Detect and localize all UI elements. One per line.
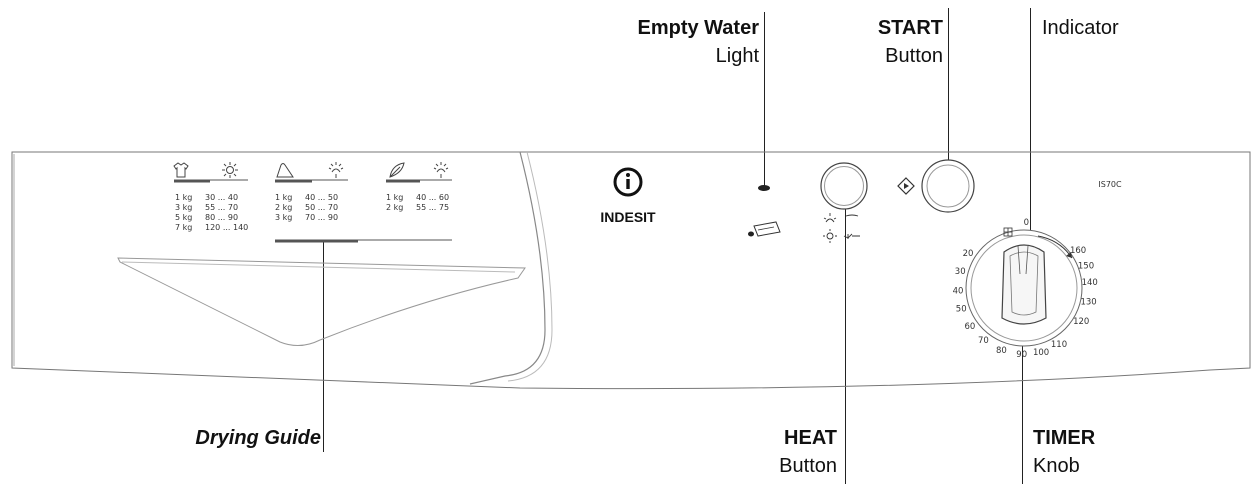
empty-water-title: Empty Water (637, 17, 759, 39)
guide-weight: 5 kg (175, 213, 192, 222)
brand-name: INDESIT (600, 209, 656, 225)
water-container-icon (748, 221, 781, 237)
heat-setting-icons (823, 213, 860, 243)
start-sub: Button (885, 45, 943, 67)
shirt-icon (173, 162, 189, 178)
sun-icon (222, 162, 238, 178)
dial-label: 130 (1080, 298, 1096, 308)
guide-weight: 3 kg (275, 213, 292, 222)
feather-icon (389, 162, 405, 178)
heat-leader (845, 204, 846, 484)
empty-water-sub: Light (715, 45, 759, 67)
dial-label: 60 (964, 322, 975, 332)
guide-weight: 3 kg (175, 203, 192, 212)
heat-button (820, 162, 868, 210)
guide-weight: 1 kg (175, 193, 192, 202)
door-curve (469, 151, 546, 385)
empty-water-callout: Empty Water Light (637, 14, 759, 70)
heat-title: HEAT (784, 427, 837, 449)
indicator-callout: Indicator (1042, 14, 1119, 42)
start-button (921, 159, 975, 213)
guide-weight: 2 kg (275, 203, 292, 212)
guide-weight: 2 kg (386, 203, 403, 212)
guide-time: 55 ... 75 (416, 203, 449, 212)
drying-guide-callout: Drying Guide (195, 424, 321, 452)
dial-label: 30 (955, 267, 966, 277)
dial-label: 140 (1082, 278, 1098, 288)
drying-guide-title: Drying Guide (195, 427, 321, 449)
knob-grip (1001, 244, 1047, 325)
guide-time: 40 ... 50 (305, 193, 338, 202)
dial-label: 90 (1016, 350, 1027, 360)
half-sun-icon (433, 162, 449, 178)
guide-weight: 1 kg (386, 193, 403, 202)
dial-label: 120 (1073, 317, 1089, 327)
model-number: IS70C (1098, 180, 1122, 189)
indicator-sub: Indicator (1042, 17, 1119, 39)
dial-label: 160 (1070, 246, 1086, 256)
dial-label: 150 (1078, 261, 1094, 271)
dial-label: 20 (963, 249, 974, 259)
half-sun-icon (328, 162, 344, 178)
timer-sub: Knob (1033, 455, 1080, 477)
panel-outline (11, 151, 1251, 390)
door-handle-recess (117, 257, 526, 346)
guide-time: 55 ... 70 (205, 203, 238, 212)
indesit-logo: INDESIT (600, 167, 656, 225)
dial-label: 80 (996, 346, 1007, 356)
empty-water-light (758, 185, 770, 191)
start-icon (897, 177, 915, 195)
drying-guide-table: 1 kg 30 ... 40 3 kg 55 ... 70 5 kg 80 ... 90 7… (173, 162, 452, 243)
dial-label: 100 (1033, 348, 1049, 358)
dial-label: 70 (978, 336, 989, 346)
dial-label: 110 (1051, 340, 1067, 350)
timer-title: TIMER (1033, 427, 1096, 449)
guide-time: 30 ... 40 (205, 193, 238, 202)
heat-callout: HEAT Button (779, 424, 837, 480)
heat-sub: Button (779, 455, 837, 477)
guide-time: 70 ... 90 (305, 213, 338, 222)
dial-label: 50 (956, 304, 967, 314)
guide-time: 40 ... 60 (416, 193, 449, 202)
timer-leader (1022, 300, 1023, 484)
start-title: START (877, 17, 943, 39)
dial-label: 40 (953, 286, 964, 296)
empty-water-leader (764, 12, 765, 188)
delicate-icon (276, 163, 294, 178)
dial-label: 0 (1024, 218, 1029, 228)
guide-time: 50 ... 70 (305, 203, 338, 212)
guide-weight: 1 kg (275, 193, 292, 202)
start-callout: START Button (878, 14, 943, 70)
guide-weight: 7 kg (175, 223, 192, 232)
indicator-leader (1030, 8, 1031, 260)
guide-time: 80 ... 90 (205, 213, 238, 222)
start-leader (948, 8, 949, 168)
guide-time: 120 ... 140 (205, 223, 248, 232)
timer-callout: TIMER Knob (1033, 424, 1095, 480)
drying-guide-leader (323, 242, 324, 452)
fan-icon (1003, 227, 1013, 237)
